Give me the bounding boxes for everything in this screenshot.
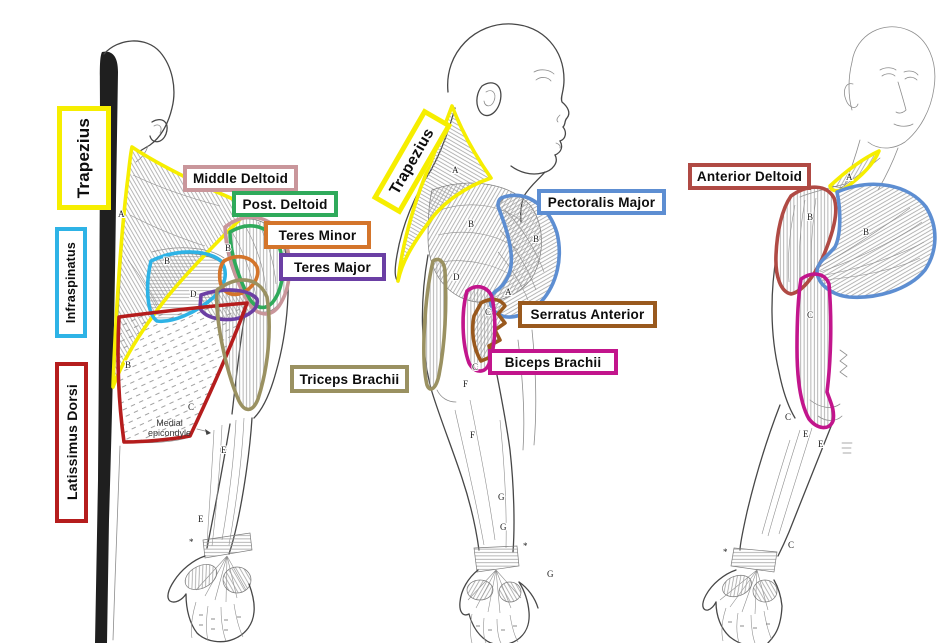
posterior-figure: A B B D B C E E * bbox=[95, 40, 292, 643]
trapezius-outline-anterior bbox=[828, 149, 881, 193]
engraving-letter: A bbox=[846, 172, 853, 182]
label-text: Anterior Deltoid bbox=[696, 169, 803, 184]
annotation-line2: epicondyle bbox=[148, 428, 192, 439]
engraving-letter: E bbox=[803, 429, 809, 439]
engraving-letter: F bbox=[470, 430, 475, 440]
label-anterior-deltoid: Anterior Deltoid bbox=[688, 163, 811, 190]
label-text: Teres Major bbox=[294, 259, 371, 275]
engraving-letter: F bbox=[463, 379, 468, 389]
engraving-letter: C bbox=[472, 362, 478, 372]
engraving-letter: G bbox=[547, 569, 554, 579]
label-pectoralis-major: Pectoralis Major bbox=[537, 189, 666, 215]
pectoralis-outline-lateral bbox=[488, 193, 562, 319]
engraving-letter: D bbox=[190, 289, 197, 299]
label-trapezius-back: Trapezius bbox=[57, 106, 111, 210]
label-text: Pectoralis Major bbox=[547, 194, 656, 210]
anterior-deltoid-outline bbox=[774, 185, 838, 296]
label-text: Serratus Anterior bbox=[530, 307, 645, 322]
engraving-letter: C bbox=[785, 412, 791, 422]
engraving-letter: B bbox=[225, 243, 231, 253]
engraving-letter: D bbox=[453, 272, 460, 282]
engraving-letter: G bbox=[500, 522, 507, 532]
engraving-letter: B bbox=[164, 256, 170, 266]
label-text: Post. Deltoid bbox=[242, 196, 328, 212]
engraving-letter: C bbox=[188, 402, 194, 412]
engraving-letter: * bbox=[523, 541, 528, 551]
label-teres-major: Teres Major bbox=[279, 253, 386, 281]
engraving-letter: B bbox=[533, 234, 539, 244]
engraving-letter: B bbox=[125, 360, 131, 370]
engraving-letter: * bbox=[189, 537, 194, 547]
posterior-figure-muscles bbox=[113, 147, 289, 547]
lateral-hand bbox=[459, 545, 539, 643]
teres-major-outline bbox=[198, 288, 260, 322]
label-text: Triceps Brachii bbox=[299, 371, 400, 387]
engraving-letter: E bbox=[818, 439, 824, 449]
engraving-letter: B bbox=[468, 219, 474, 229]
label-text: Teres Minor bbox=[278, 227, 357, 243]
label-serratus-anterior: Serratus Anterior bbox=[518, 301, 657, 328]
anterior-muscle-outlines bbox=[774, 149, 937, 430]
posterior-letters: A B B D B C E E * bbox=[117, 208, 232, 548]
label-text: Latissimus Dorsi bbox=[63, 384, 80, 501]
label-text: Biceps Brachii bbox=[504, 354, 602, 370]
label-middle-deltoid: Middle Deltoid bbox=[183, 165, 298, 192]
engraving-letter: C bbox=[485, 307, 491, 317]
label-triceps-brachii: Triceps Brachii bbox=[290, 365, 409, 393]
latissimus-outline bbox=[116, 301, 249, 444]
label-text: Infraspinatus bbox=[64, 241, 78, 324]
anterior-hand bbox=[702, 547, 783, 643]
label-text: Middle Deltoid bbox=[192, 171, 289, 186]
engraving-letter: A bbox=[505, 287, 512, 297]
anterior-figure: A B B C C EE C * bbox=[702, 26, 937, 643]
label-text: Trapezius bbox=[74, 117, 93, 199]
engraving-letter: A bbox=[118, 209, 125, 219]
label-post-deltoid: Post. Deltoid bbox=[232, 191, 338, 217]
triceps-outline-lateral bbox=[422, 257, 448, 391]
anterior-figure-contours bbox=[739, 26, 936, 557]
engraving-letter: B bbox=[807, 212, 813, 222]
posterior-hand bbox=[167, 532, 255, 643]
engraving-letter: C bbox=[788, 540, 794, 550]
engraving-letter: B bbox=[863, 227, 869, 237]
engraving-letter: A bbox=[452, 165, 459, 175]
trapezius-outline-lateral bbox=[396, 104, 493, 283]
anterior-letters: A B B C C EE C * bbox=[722, 171, 870, 558]
triceps-outline-posterior bbox=[214, 278, 271, 412]
label-latissimus-dorsi: Latissimus Dorsi bbox=[55, 362, 88, 523]
medial-epicondyle-annotation: Medial epicondyle bbox=[148, 418, 191, 439]
annotation-line1: Medial bbox=[156, 418, 183, 428]
label-teres-minor: Teres Minor bbox=[264, 221, 371, 249]
engraving-letter: * bbox=[723, 547, 728, 557]
pectoralis-outline-anterior bbox=[815, 182, 937, 300]
triceps-region-lateral bbox=[423, 259, 447, 390]
engraving-letter: E bbox=[198, 514, 204, 524]
infraspinatus-outline bbox=[145, 250, 227, 324]
engraving-letter: C bbox=[807, 310, 813, 320]
anterior-figure-muscles bbox=[774, 151, 935, 427]
biceps-outline-anterior bbox=[795, 272, 836, 430]
medial-epicondyle-arrow bbox=[205, 429, 211, 435]
engraving-letter: E bbox=[221, 445, 227, 455]
label-biceps-brachii: Biceps Brachii bbox=[488, 349, 618, 375]
label-infraspinatus: Infraspinatus bbox=[55, 227, 87, 338]
engraving-letter: G bbox=[498, 492, 505, 502]
